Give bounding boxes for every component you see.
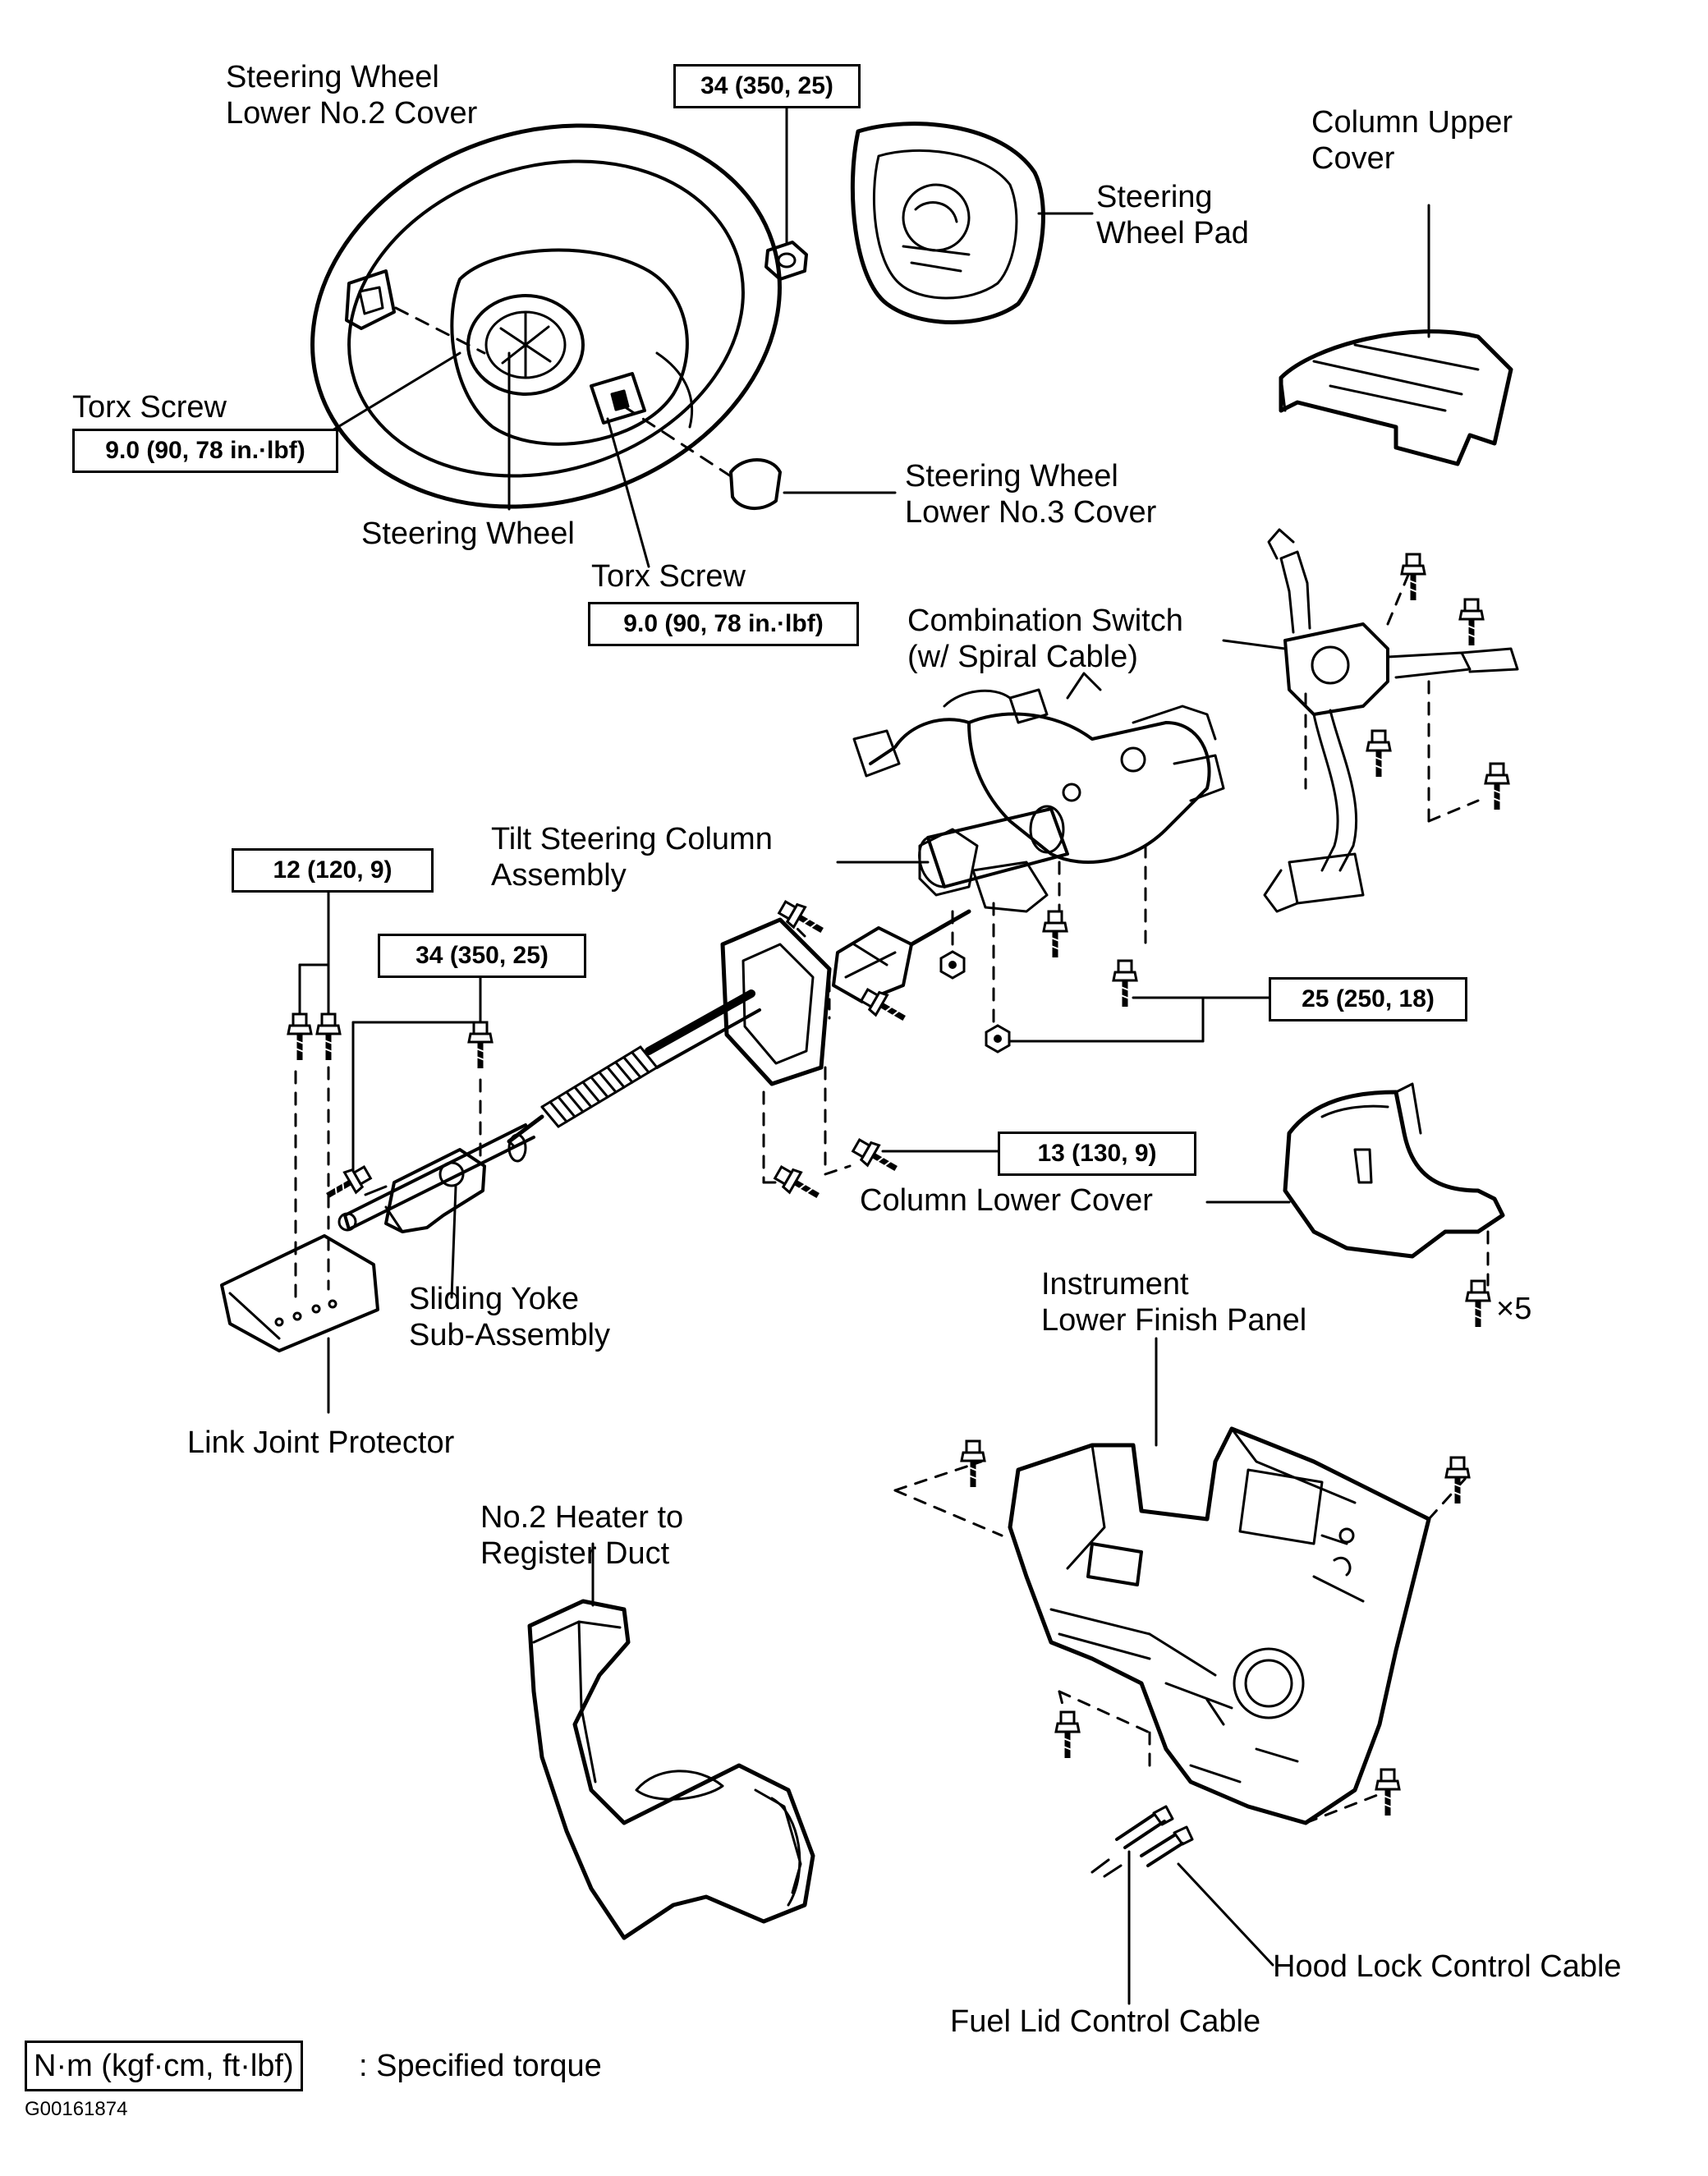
label-tilt-steering-column-assembly: Tilt Steering Column Assembly <box>491 821 773 893</box>
control-cables-drawing <box>1090 1805 1194 1878</box>
wheel-nut-drawing <box>764 241 808 281</box>
label-steering-wheel: Steering Wheel <box>361 516 575 551</box>
label-line: Sub-Assembly <box>409 1318 610 1352</box>
figure-code: G00161874 <box>25 2098 128 2120</box>
column-lower-cover-drawing <box>1283 1082 1505 1259</box>
label-line: Combination Switch <box>907 604 1183 638</box>
label-screw-count: ×5 <box>1496 1292 1532 1326</box>
tilt-steering-column-drawing <box>337 672 1225 1232</box>
label-link-joint-protector: Link Joint Protector <box>187 1425 455 1460</box>
label-line: Assembly <box>491 858 627 893</box>
label-no2-heater-to-register-duct: No.2 Heater to Register Duct <box>480 1499 683 1572</box>
torque-wheel-nut: 34 (350, 25) <box>673 64 861 108</box>
label-line: Register Duct <box>480 1536 670 1571</box>
label-column-lower-cover: Column Lower Cover <box>860 1183 1153 1218</box>
torque-column-lower: 13 (130, 9) <box>998 1132 1196 1176</box>
label-instrument-lower-finish-panel: Instrument Lower Finish Panel <box>1041 1266 1306 1338</box>
label-combination-switch: Combination Switch (w/ Spiral Cable) <box>907 603 1183 675</box>
label-torx-screw-center: Torx Screw <box>591 559 746 594</box>
label-line: Sliding Yoke <box>409 1282 580 1316</box>
instrument-lower-finish-panel-drawing <box>1008 1426 1431 1825</box>
label-line: Lower Finish Panel <box>1041 1303 1307 1338</box>
label-line: Wheel Pad <box>1096 216 1249 250</box>
sliding-yoke-drawing <box>364 1148 486 1233</box>
label-line: Instrument <box>1041 1267 1189 1301</box>
legend-unit-box: N·m (kgf·cm, ft·lbf) <box>25 2041 303 2091</box>
link-joint-protector-drawing <box>220 1234 379 1352</box>
label-line: (w/ Spiral Cable) <box>907 640 1138 674</box>
legend-description: : Specified torque <box>359 2049 602 2083</box>
label-line: Column Upper <box>1311 105 1513 140</box>
torque-torx-left: 9.0 (90, 78 in.·lbf) <box>72 429 338 473</box>
torque-sliding-yoke: 34 (350, 25) <box>378 934 586 978</box>
label-line: Steering Wheel <box>226 60 439 94</box>
label-torx-screw-left: Torx Screw <box>72 390 227 425</box>
label-line: Cover <box>1311 141 1395 176</box>
label-column-upper-cover: Column Upper Cover <box>1311 104 1513 177</box>
label-line: Steering <box>1096 180 1213 214</box>
label-steering-wheel-pad: Steering Wheel Pad <box>1096 179 1249 251</box>
heater-duct-drawing <box>527 1599 815 1940</box>
label-steering-wheel-lower-no3-cover: Steering Wheel Lower No.3 Cover <box>905 458 1156 530</box>
label-line: Steering Wheel <box>905 459 1118 494</box>
lower-no3-cover-drawing <box>729 458 782 511</box>
column-upper-cover-drawing <box>1279 204 1513 466</box>
combination-switch-drawing <box>1263 528 1519 913</box>
torque-link-joint: 12 (120, 9) <box>232 848 434 893</box>
label-fuel-lid-control-cable: Fuel Lid Control Cable <box>950 2004 1261 2039</box>
torque-column-bracket: 25 (250, 18) <box>1269 977 1467 1021</box>
label-line: Lower No.3 Cover <box>905 495 1157 530</box>
label-line: No.2 Heater to <box>480 1500 684 1535</box>
label-sliding-yoke-sub-assembly: Sliding Yoke Sub-Assembly <box>409 1281 610 1353</box>
steering-wheel-pad-drawing <box>850 122 1045 324</box>
label-hood-lock-control-cable: Hood Lock Control Cable <box>1273 1949 1622 1984</box>
lower-no2-cover-drawing <box>345 269 396 330</box>
steering-wheel-drawing <box>310 123 782 509</box>
label-line: Tilt Steering Column <box>491 822 773 856</box>
label-steering-wheel-lower-no2-cover: Steering Wheel Lower No.2 Cover <box>226 59 477 131</box>
torque-torx-center: 9.0 (90, 78 in.·lbf) <box>588 602 859 646</box>
label-line: Lower No.2 Cover <box>226 96 478 131</box>
